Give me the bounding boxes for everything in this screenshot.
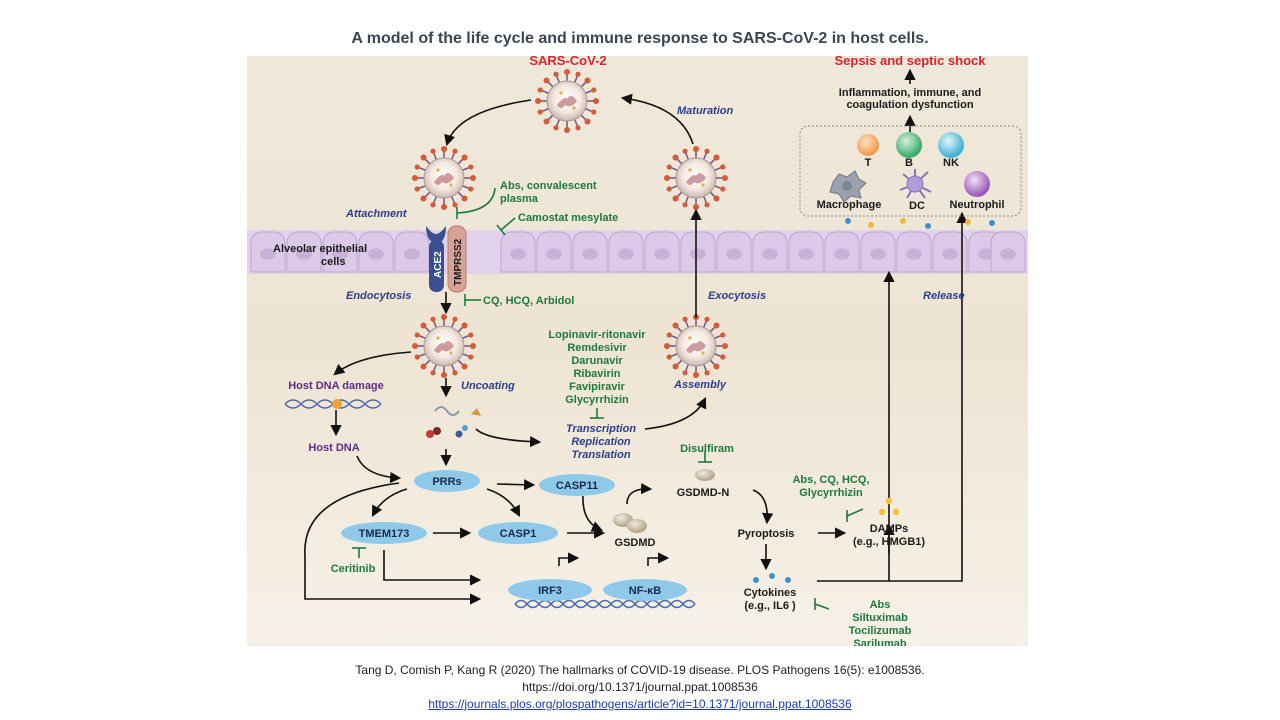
b-cell-label: B [905, 157, 913, 169]
damps-icon [878, 497, 900, 516]
inhibition-markers [352, 187, 864, 610]
cq-hcq-arbidol-label: CQ, HCQ, Arbidol [483, 295, 574, 307]
virus-particle-attachment [411, 145, 477, 211]
nk-cell-icon [938, 132, 964, 158]
inflammation-label-1: Inflammation, immune, and [839, 87, 981, 99]
gsdmd-label: GSDMD [615, 537, 656, 549]
alveolar-label-1: Alveolar epithelial [273, 243, 367, 255]
sars-cov-2-lifecycle-diagram: ACE2 TMPRSS2 [247, 56, 1028, 646]
sepsis-label: Sepsis and septic shock [834, 56, 986, 68]
prrs-node: PRRs [414, 470, 480, 492]
transcription-label: Transcription [566, 423, 636, 435]
abs-plasma-label-1: Abs, convalescent [500, 180, 597, 192]
sars-cov-2-label: SARS-CoV-2 [529, 56, 606, 68]
antibody-siltuximab: Siltuximab [852, 612, 908, 624]
citation-link[interactable]: https://journals.plos.org/plospathogens/… [428, 697, 852, 711]
diagram-background [247, 56, 1028, 646]
virus-particle-assembly [663, 313, 729, 379]
casp11-node: CASP11 [539, 474, 615, 496]
viral-genome-icon [426, 406, 481, 438]
prrs-label: PRRs [432, 476, 461, 488]
host-dna-label: Host DNA [308, 442, 359, 454]
citation-doi: https://doi.org/10.1371/journal.ppat.100… [522, 680, 758, 694]
damps-label-2: (e.g., HMGB1) [853, 536, 925, 548]
gsdmd-n-label: GSDMD-N [677, 487, 730, 499]
dc-label: DC [909, 200, 925, 212]
drug-darunavir: Darunavir [571, 355, 623, 367]
neutrophil-label: Neutrophil [950, 199, 1005, 211]
b-cell-icon [896, 132, 922, 158]
virus-particle-top [534, 68, 600, 134]
translation-label: Translation [571, 449, 630, 461]
cytokines-icon [753, 573, 791, 583]
drug-remdesivir: Remdesivir [567, 342, 627, 354]
tmprss2-receptor: TMPRSS2 [447, 225, 467, 293]
slide-title: A model of the life cycle and immune res… [351, 30, 929, 47]
lifecycle-arrows [304, 68, 968, 605]
alveolar-label-2: cells [321, 256, 345, 268]
pyroptosis-label: Pyroptosis [738, 528, 795, 540]
antibody-abs: Abs [870, 599, 891, 611]
casp1-node: CASP1 [478, 522, 558, 544]
citation: Tang D, Comish P, Kang R (2020) The hall… [0, 662, 1280, 713]
nfkb-label: NF-κB [629, 585, 661, 597]
tmem173-node: TMEM173 [341, 522, 427, 544]
replication-label: Replication [571, 436, 631, 448]
damps-label-1: DAMPs [870, 523, 909, 535]
virus-particle-endocytosed [411, 313, 477, 379]
abs-plasma-label-2: plasma [500, 193, 539, 205]
maturation-label: Maturation [677, 105, 734, 117]
citation-line-1: Tang D, Comish P, Kang R (2020) The hall… [355, 663, 925, 677]
alveolar-membrane [247, 230, 1028, 274]
antibody-tocilizumab: Tocilizumab [849, 625, 912, 637]
uncoating-label: Uncoating [461, 380, 515, 392]
disulfiram-label: Disulfiram [680, 443, 734, 455]
macrophage-icon [829, 170, 867, 203]
ceritinib-label: Ceritinib [331, 563, 376, 575]
attachment-label: Attachment [345, 208, 408, 220]
release-label: Release [923, 290, 965, 302]
camostat-label: Camostat mesylate [518, 212, 618, 224]
casp1-label: CASP1 [500, 528, 537, 540]
gsdmd-icon [613, 513, 647, 533]
drug-lopinavir: Lopinavir-ritonavir [548, 329, 646, 341]
endocytosis-label: Endocytosis [346, 290, 411, 302]
tmprss2-label: TMPRSS2 [453, 238, 464, 286]
exocytosis-label: Exocytosis [708, 290, 766, 302]
casp11-label: CASP11 [556, 480, 598, 492]
host-dna-damage-icon [284, 399, 382, 409]
nk-cell-label: NK [943, 157, 959, 169]
tmem173-label: TMEM173 [359, 528, 410, 540]
macrophage-label: Macrophage [817, 199, 882, 211]
antibody-sarilumab: Sarilumab [853, 638, 906, 646]
abs-cq-hcq-label-1: Abs, CQ, HCQ, [792, 474, 869, 486]
assembly-label: Assembly [673, 379, 727, 391]
t-cell-icon [857, 134, 879, 156]
released-molecules [845, 218, 995, 229]
neutrophil-icon [964, 171, 990, 197]
drug-favipiravir: Favipiravir [569, 381, 625, 393]
ace2-receptor: ACE2 [426, 226, 446, 292]
inflammation-label-2: coagulation dysfunction [846, 99, 973, 111]
drug-ribavirin: Ribavirin [573, 368, 620, 380]
irf3-node: IRF3 [508, 579, 592, 601]
cytokines-label-2: (e.g., IL6 ) [744, 600, 796, 612]
t-cell-label: T [865, 157, 872, 169]
nfkb-node: NF-κB [603, 579, 687, 601]
abs-cq-hcq-label-2: Glycyrrhizin [799, 487, 863, 499]
drug-glycyrrhizin: Glycyrrhizin [565, 394, 629, 406]
gsdmd-n-icon [695, 469, 715, 481]
host-dna-damage-label: Host DNA damage [288, 380, 384, 392]
ace2-label: ACE2 [433, 251, 444, 278]
virus-particle-maturation [663, 145, 729, 211]
dc-icon [899, 169, 932, 199]
cytokines-label-1: Cytokines [744, 587, 797, 599]
irf3-label: IRF3 [538, 585, 562, 597]
